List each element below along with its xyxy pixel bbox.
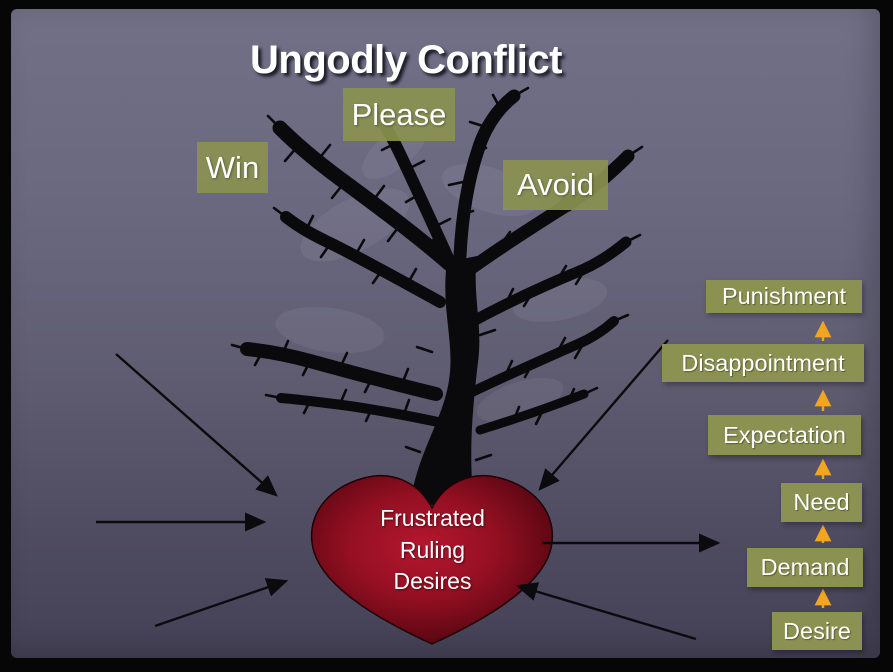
chain-box-need: Need: [781, 483, 862, 522]
heart-label-line3: Desires: [393, 568, 472, 594]
heart-label-line1: Frustrated: [380, 505, 485, 531]
chain-box-expectation: Expectation: [708, 415, 861, 455]
label-avoid: Avoid: [503, 160, 608, 210]
chain-box-punishment: Punishment: [706, 280, 862, 313]
chain-box-disappointment: Disappointment: [662, 344, 864, 382]
label-win: Win: [197, 142, 268, 193]
heart-label-line2: Ruling: [399, 536, 466, 563]
label-please: Please: [343, 88, 455, 141]
heart-label: Frustrated Ruling Desires: [340, 503, 525, 598]
chain-box-desire: Desire: [772, 612, 862, 650]
chain-box-demand: Demand: [747, 548, 863, 587]
page-title: Ungodly Conflict: [250, 38, 562, 82]
